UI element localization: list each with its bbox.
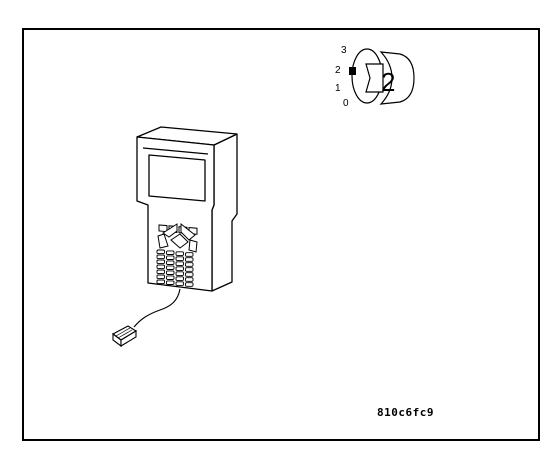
keypad-key [156,274,165,280]
switch-position-1: 1 [335,83,341,94]
keypad-key [166,275,175,280]
keypad-key [166,250,175,255]
keypad-key [156,254,165,260]
keypad-key [175,261,184,266]
tester-keypad [156,249,194,287]
ignition-key-switch [349,48,415,105]
keypad-key [185,272,194,277]
switch-position-2: 2 [335,65,341,76]
keypad-key [175,271,184,276]
keypad-key [156,249,165,255]
tester-cable [133,288,181,328]
keypad-key [166,265,175,270]
key-head [379,51,415,105]
keypad-key [166,260,175,265]
keypad-key [185,282,194,287]
handheld-tester [136,126,238,292]
keypad-key [156,279,165,285]
keypad-key [156,259,165,265]
keypad-key [185,267,194,272]
switch-position-3: 3 [341,45,347,56]
keypad-key [185,252,194,257]
keypad-key [156,264,165,270]
keypad-key [185,277,194,282]
keypad-key [166,270,175,275]
tester-navigation-pad [157,222,198,253]
keypad-key [175,276,184,281]
keypad-key [166,255,175,260]
keypad-key [175,281,184,286]
keypad-key [175,251,184,256]
keypad-key [185,257,194,262]
keypad-key [175,256,184,261]
key-number-label: 2 [381,67,395,97]
keypad-key [156,269,165,275]
position-marker-icon [349,67,356,75]
keypad-key [175,266,184,271]
switch-position-0: 0 [343,98,349,109]
diagram-frame [22,28,540,441]
figure-code: 810c6fc9 [377,406,434,419]
keypad-key [166,280,175,285]
cable-connector [111,325,138,348]
tester-display [148,154,206,202]
key-stem [365,63,384,93]
keypad-key [185,262,194,267]
tester-side-face [211,133,238,292]
